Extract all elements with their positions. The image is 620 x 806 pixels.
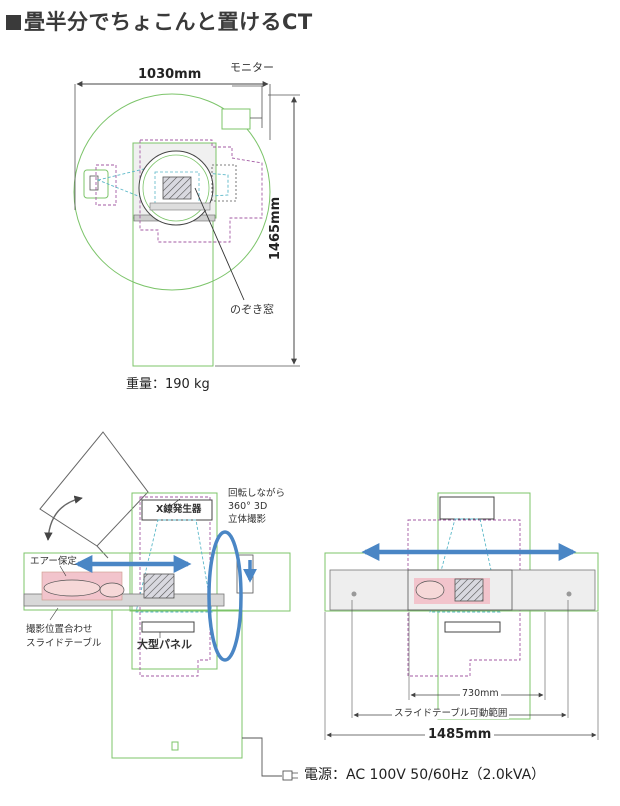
weight-label: 重量：190 kg <box>126 377 210 392</box>
page-title: 畳半分でちょこんと置けるCT <box>6 6 313 36</box>
slide-table-label-1: 撮影位置合わせ <box>26 624 93 635</box>
monitor-label: モニター <box>230 61 274 74</box>
dimension-730: 730mm <box>460 688 501 699</box>
width-dimension: 1030mm <box>138 67 202 82</box>
rotation-circle <box>73 93 271 291</box>
rotation-label-3: 立体撮影 <box>228 514 267 525</box>
subject-hatched <box>162 176 192 200</box>
slide-table-label-2: スライドテーブル <box>26 638 102 649</box>
window-label: のぞき窓 <box>230 303 274 316</box>
page-title-text: 畳半分でちょこんと置けるCT <box>24 10 313 34</box>
side-table <box>23 552 133 611</box>
rotation-label-1: 回転しながら <box>228 488 286 499</box>
front-view <box>324 492 599 740</box>
monitor-box <box>221 108 251 130</box>
slide-range-label: スライドテーブル可動範囲 <box>392 708 510 719</box>
panel-label: 大型パネル <box>137 638 192 651</box>
air-hold-label: エアー保定 <box>30 556 77 567</box>
height-dimension: 1465mm <box>268 196 284 261</box>
side-column <box>111 609 243 759</box>
rotation-ring <box>207 530 243 662</box>
dimension-1485: 1485mm <box>425 728 495 741</box>
xray-generator <box>141 499 213 521</box>
power-label: 電源：AC 100V 50/60Hz（2.0kVA） <box>304 767 546 783</box>
side-view <box>23 431 298 781</box>
column-outline <box>132 217 214 367</box>
rotation-label-2: 360° 3D <box>228 501 268 512</box>
power-plug-icon <box>282 770 293 781</box>
top-view <box>73 81 300 367</box>
gantry-dashed-outline <box>139 139 263 243</box>
detector-panel <box>141 621 195 633</box>
title-bullet-icon <box>6 15 21 30</box>
xray-generator-label: X線発生器 <box>156 504 202 515</box>
